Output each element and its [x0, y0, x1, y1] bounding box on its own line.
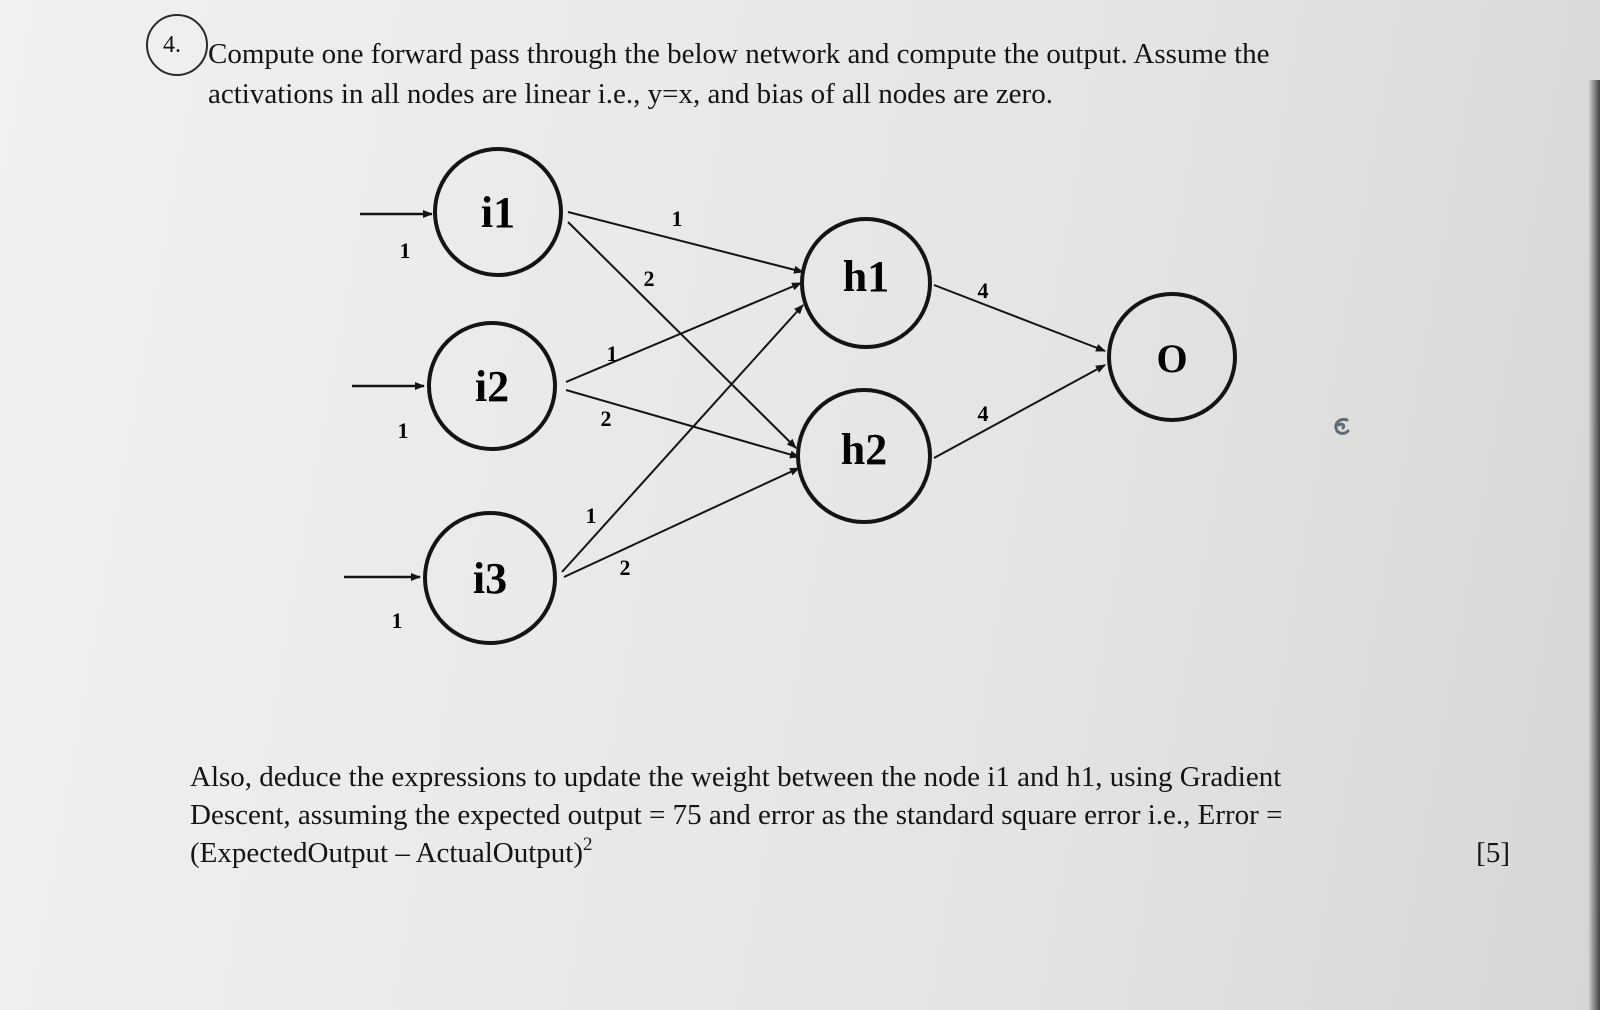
input-value-i2: 1 — [398, 418, 409, 443]
weight-label-i3-h1: 1 — [586, 503, 597, 528]
node-label-h1: h1 — [843, 252, 889, 301]
error-exponent: 2 — [583, 834, 593, 855]
node-label-i1: i1 — [481, 188, 515, 237]
error-formula: (ExpectedOutput – ActualOutput)2 — [190, 834, 593, 872]
weight-label-i2-h1: 1 — [607, 341, 618, 366]
node-label-h2: h2 — [841, 425, 887, 474]
node-h2: h2 — [796, 388, 932, 524]
question-line-2: activations in all nodes are linear i.e.… — [208, 78, 1053, 110]
follow-up-line-1: Also, deduce the expressions to update t… — [190, 761, 1282, 793]
node-i3: i3 — [423, 511, 557, 645]
edge-i3-h1 — [561, 304, 804, 573]
input-value-i1: 1 — [400, 238, 411, 263]
marks-label: [5] — [1476, 837, 1510, 869]
node-label-i3: i3 — [473, 554, 507, 603]
input-value-i3: 1 — [392, 608, 403, 633]
question-line-1: Compute one forward pass through the bel… — [208, 38, 1270, 70]
edge-i2-h1 — [565, 282, 802, 383]
weight-label-h2-o: 4 — [978, 401, 989, 426]
edge-i3-h2 — [563, 467, 800, 578]
edge-i1-h2 — [567, 221, 797, 449]
question-number: 4. — [146, 14, 208, 76]
node-i1: i1 — [433, 147, 563, 277]
node-label-o: O — [1156, 336, 1187, 381]
weight-label-i3-h2: 2 — [620, 555, 631, 580]
node-h1: h1 — [800, 217, 932, 349]
error-formula-text: (ExpectedOutput – ActualOutput) — [190, 837, 584, 869]
weight-label-i1-h2: 2 — [644, 266, 655, 291]
question-text: Compute one forward pass through the bel… — [208, 34, 1428, 114]
edge-i2-h2 — [565, 389, 800, 459]
weight-label-i2-h2: 2 — [601, 406, 612, 431]
node-label-i2: i2 — [475, 362, 509, 411]
node-i2: i2 — [427, 321, 557, 451]
weight-label-h1-o: 4 — [978, 278, 989, 303]
follow-up-line-2: Descent, assuming the expected output = … — [190, 799, 1283, 831]
edge-h2-o — [933, 364, 1106, 459]
pen-scribble-mark — [1334, 418, 1350, 435]
edge-h1-o — [933, 284, 1106, 352]
follow-up-text: Also, deduce the expressions to update t… — [190, 758, 1510, 872]
page-edge-shadow — [1588, 80, 1600, 1010]
weight-label-i1-h1: 1 — [672, 206, 683, 231]
edge-i1-h1 — [567, 211, 804, 274]
node-o: O — [1107, 292, 1237, 422]
follow-up-line-3: (ExpectedOutput – ActualOutput)2 [5] — [190, 834, 1510, 872]
